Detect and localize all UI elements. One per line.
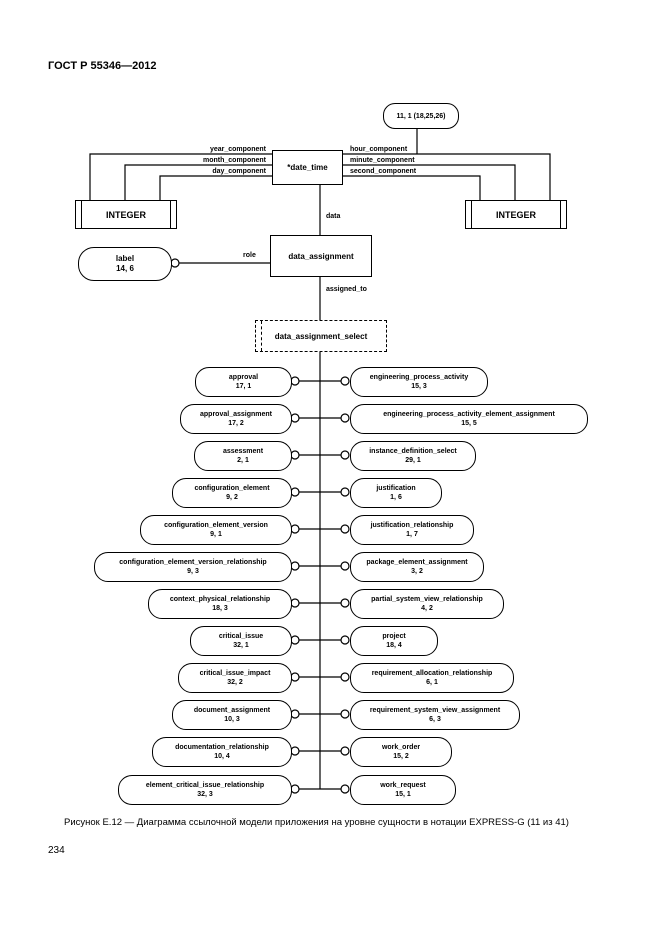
entity-name: project — [382, 633, 406, 640]
entity-ref: 15, 5 — [461, 420, 477, 427]
attr-day-component: day_component — [212, 168, 266, 175]
entity-element-critical-issue-relationship: element_critical_issue_relationship 32, 3 — [118, 775, 292, 805]
entity-name: critical_issue — [218, 633, 264, 640]
attr-month-component: month_component — [203, 157, 266, 164]
entity-configuration-element-version-relationship: configuration_element_version_relationsh… — [94, 552, 292, 582]
entity-name: configuration_element_version_relationsh… — [119, 559, 267, 566]
entity-name: justification — [376, 485, 416, 492]
entity-name: requirement_allocation_relationship — [371, 670, 493, 677]
entity-ref: 18, 3 — [212, 605, 228, 612]
entity-critical-issue: critical_issue 32, 1 — [190, 626, 292, 656]
entity-ref: 1, 7 — [406, 531, 418, 538]
entity-ref: 3, 2 — [411, 568, 423, 575]
entity-assessment: assessment 2, 1 — [194, 441, 292, 471]
entity-name: work_request — [380, 782, 426, 789]
entity-ref: 18, 4 — [386, 642, 402, 649]
attr-hour-component: hour_component — [350, 146, 408, 153]
entity-name: partial_system_view_relationship — [371, 596, 483, 603]
entity-project: project 18, 4 — [350, 626, 438, 656]
entity-name: justification_relationship — [370, 522, 454, 529]
entity-approval: approval 17, 1 — [195, 367, 292, 397]
entity-critical-issue-impact: critical_issue_impact 32, 2 — [178, 663, 292, 693]
attr-second-component: second_component — [350, 168, 417, 175]
entity-instance-definition-select: instance_definition_select 29, 1 — [350, 441, 476, 471]
entity-ref: 9, 2 — [226, 494, 238, 501]
entity-configuration-element: configuration_element 9, 2 — [172, 478, 292, 508]
entity-ref: 6, 1 — [426, 679, 438, 686]
page-ref-text: 11, 1 (18,25,26) — [396, 112, 446, 120]
entity-ref: 9, 3 — [187, 568, 199, 575]
page-ref-oval: 11, 1 (18,25,26) — [383, 103, 459, 129]
entity-ref: 6, 3 — [429, 716, 441, 723]
entity-ref: 32, 1 — [233, 642, 249, 649]
entity-requirement-allocation-relationship: requirement_allocation_relationship 6, 1 — [350, 663, 514, 693]
attr-minute-component: minute_component — [350, 157, 415, 164]
entity-requirement-system-view-assignment: requirement_system_view_assignment 6, 3 — [350, 700, 520, 730]
entity-name: instance_definition_select — [369, 448, 457, 455]
entity-work-order: work_order 15, 2 — [350, 737, 452, 767]
entity-name: assessment — [222, 448, 264, 455]
entity-work-request: work_request 15, 1 — [350, 775, 456, 805]
page-number: 234 — [48, 845, 65, 856]
entity-name: document_assignment — [193, 707, 271, 714]
attr-data: data — [326, 213, 341, 220]
entity-ref: 14, 6 — [116, 264, 134, 273]
entity-name: configuration_element — [194, 485, 270, 492]
entity-documentation-relationship: documentation_relationship 10, 4 — [152, 737, 292, 767]
select-data-assignment-select: data_assignment_select — [255, 320, 387, 352]
figure-caption: Рисунок Е.12 — Диаграмма ссылочной модел… — [64, 817, 569, 828]
entity-name: configuration_element_version — [164, 522, 268, 529]
attr-role: role — [243, 252, 256, 259]
entity-name: context_physical_relationship — [169, 596, 271, 603]
entity-data-assignment: data_assignment — [270, 235, 372, 277]
entity-ref: 32, 2 — [227, 679, 243, 686]
entity-ref: 2, 1 — [237, 457, 249, 464]
entity-ref: 17, 1 — [235, 383, 252, 390]
attr-year-component: year_component — [209, 146, 266, 153]
entity-name: label — [115, 254, 135, 263]
entity-justification-relationship: justification_relationship 1, 7 — [350, 515, 474, 545]
document-header: ГОСТ Р 55346—2012 — [48, 60, 157, 72]
entity-ref: 32, 3 — [197, 791, 213, 798]
entity-date-time: *date_time — [272, 150, 343, 185]
entity-engineering-process-activity-element-assignment: engineering_process_activity_element_ass… — [350, 404, 588, 434]
entity-name: engineering_process_activity_element_ass… — [383, 411, 555, 418]
entity-context-physical-relationship: context_physical_relationship 18, 3 — [148, 589, 292, 619]
entity-name: approval_assignment — [200, 411, 272, 418]
entity-document-assignment: document_assignment 10, 3 — [172, 700, 292, 730]
entity-name: work_order — [381, 744, 421, 751]
entity-ref: 4, 2 — [421, 605, 433, 612]
entity-name: engineering_process_activity — [369, 374, 469, 381]
type-integer-right: INTEGER — [465, 200, 567, 229]
entity-ref: 9, 1 — [210, 531, 222, 538]
entity-name: approval — [228, 374, 259, 381]
entity-label: label 14, 6 — [78, 247, 172, 281]
entity-approval-assignment: approval_assignment 17, 2 — [180, 404, 292, 434]
entity-name: requirement_system_view_assignment — [369, 707, 501, 714]
entity-partial-system-view-relationship: partial_system_view_relationship 4, 2 — [350, 589, 504, 619]
entity-ref: 15, 1 — [395, 791, 411, 798]
type-integer-left: INTEGER — [75, 200, 177, 229]
entity-ref: 15, 3 — [411, 383, 427, 390]
entity-configuration-element-version: configuration_element_version 9, 1 — [140, 515, 292, 545]
entity-name: package_element_assignment — [366, 559, 468, 566]
entity-justification: justification 1, 6 — [350, 478, 442, 508]
attr-assigned-to: assigned_to — [326, 286, 367, 293]
entity-name: critical_issue_impact — [199, 670, 271, 677]
entity-ref: 17, 2 — [228, 420, 244, 427]
entity-ref: 1, 6 — [390, 494, 402, 501]
entity-package-element-assignment: package_element_assignment 3, 2 — [350, 552, 484, 582]
entity-name: documentation_relationship — [175, 744, 269, 751]
entity-engineering-process-activity: engineering_process_activity 15, 3 — [350, 367, 488, 397]
entity-name: element_critical_issue_relationship — [145, 782, 265, 789]
entity-ref: 29, 1 — [405, 457, 421, 464]
entity-ref: 10, 3 — [224, 716, 240, 723]
entity-ref: 10, 4 — [214, 753, 230, 760]
entity-ref: 15, 2 — [393, 753, 409, 760]
